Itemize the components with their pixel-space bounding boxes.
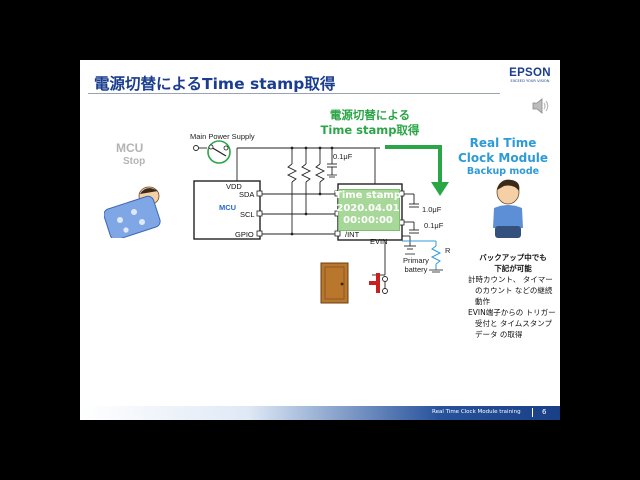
mcu-title: MCU (116, 141, 144, 155)
rtc-title-line: Real Time (469, 136, 537, 150)
callout-line: 電源切替による (329, 108, 411, 122)
mcu-state: Stop (123, 156, 146, 167)
gpio-pin: GPIO (235, 230, 254, 239)
epson-logo: EPSON EXCEED YOUR VISION (504, 67, 556, 83)
timestamp-line: 2020.04.01 (336, 202, 400, 214)
callout-arrow-icon (385, 145, 449, 196)
main-power-supply-label: Main Power Supply (190, 132, 255, 141)
timestamp-line: 00:00:00 (343, 215, 393, 226)
page-number: 6 (542, 408, 547, 416)
footer-bar (80, 406, 560, 420)
speaker-icon[interactable] (531, 97, 551, 115)
power-switch-icon (207, 140, 231, 164)
timestamp-text: Time stamp 2020.04.01 00:00:00 (330, 190, 406, 228)
door-switch-icon (369, 273, 380, 293)
capacitor-label: 0.1μF (333, 152, 353, 161)
int-pin: /INT (345, 230, 360, 239)
sitting-person-icon (493, 179, 523, 238)
battery-label-line: battery (404, 265, 428, 274)
timestamp-line: Time stamp (335, 190, 401, 201)
slide: 電源切替によるTime stamp取得 EPSON EXCEED YOUR VI… (80, 60, 560, 420)
backup-notes: バックアップ中でも 下記が可能 計時カウント、 タイマーのカウント などの継続動… (468, 252, 558, 340)
footer-text: Real Time Clock Module training (432, 409, 521, 415)
rtc-title: Real Time Clock Module (450, 136, 556, 166)
slide-title: 電源切替によるTime stamp取得 (94, 75, 336, 93)
logo-brand: EPSON (509, 67, 551, 79)
capacitor-label: 0.1μF (424, 221, 444, 230)
sda-pin: SDA (239, 190, 255, 199)
footer-separator (532, 408, 533, 417)
mcu-chip-label: MCU (219, 203, 237, 212)
battery-label-line: Primary (403, 256, 429, 265)
capacitor-label: 1.0μF (422, 205, 442, 214)
sleeping-person-icon (104, 186, 161, 238)
notes-item: EVIN端子からの トリガー受付と タイムスタンプデータ の取得 (468, 308, 556, 339)
mcu-vdd-pin: VDD (226, 182, 242, 191)
door-icon (320, 262, 349, 304)
scl-pin: SCL (240, 210, 255, 219)
rtc-title-line: Clock Module (457, 151, 548, 165)
logo-tagline: EXCEED YOUR VISION (510, 79, 550, 83)
battery-label: Primary battery (403, 256, 429, 274)
rtc-mode: Backup mode (466, 166, 540, 177)
callout-text: 電源切替による Time stamp取得 (295, 108, 445, 138)
timestamp-box (338, 189, 400, 231)
notes-item: 計時カウント、 タイマーのカウント などの継続動作 (468, 275, 553, 306)
callout-line: Time stamp取得 (320, 123, 420, 137)
evin-pin: EVIN (370, 237, 388, 246)
resistor-label: R (445, 246, 451, 255)
title-divider (88, 93, 500, 94)
notes-heading: バックアップ中でも (479, 253, 547, 262)
notes-heading: 下記が可能 (494, 264, 532, 273)
